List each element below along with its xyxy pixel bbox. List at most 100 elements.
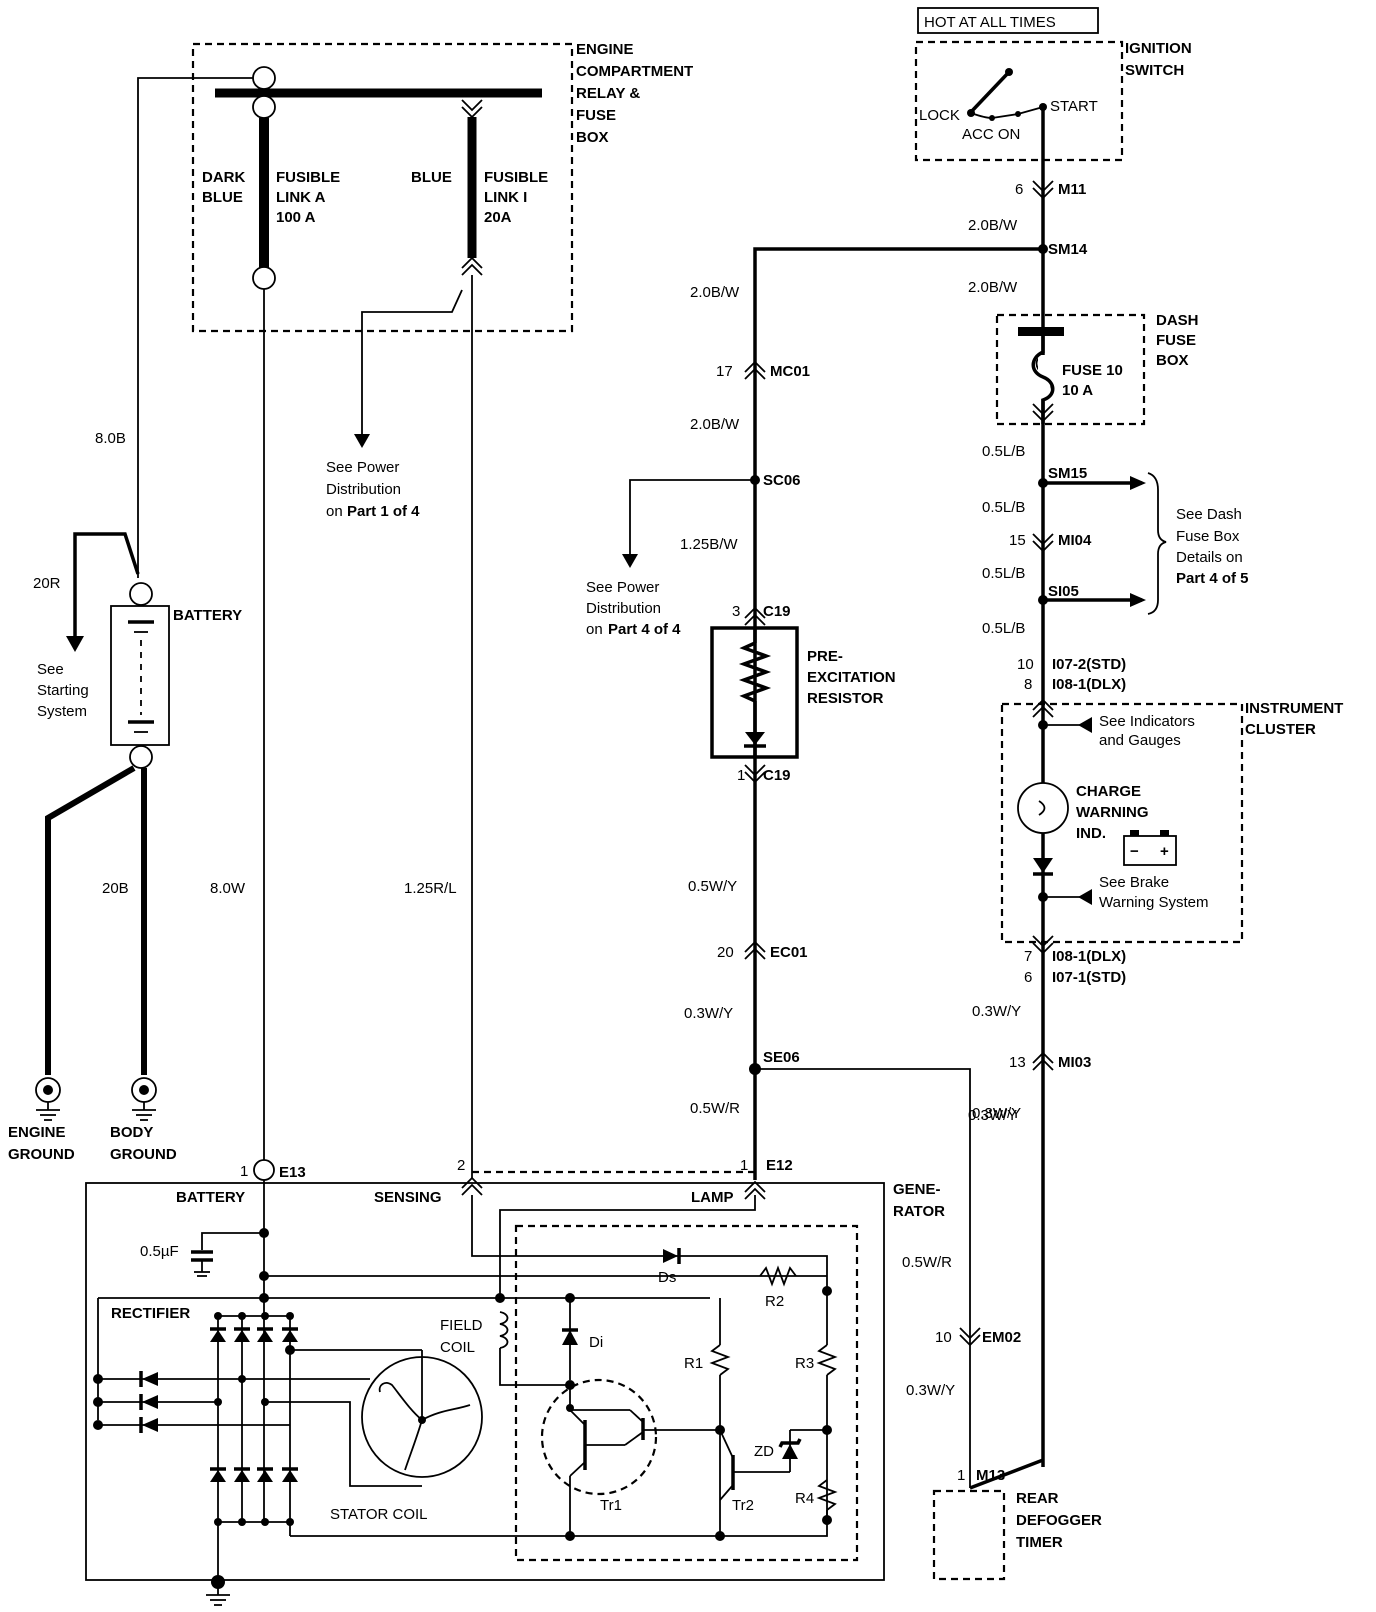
svg-text:E13: E13 — [279, 1164, 306, 1181]
svg-text:2.0B/W: 2.0B/W — [690, 416, 740, 433]
svg-text:BOX: BOX — [576, 129, 609, 146]
svg-text:STATOR COIL: STATOR COIL — [330, 1506, 428, 1523]
svg-text:I07-2(STD): I07-2(STD) — [1052, 656, 1126, 673]
svg-text:RESISTOR: RESISTOR — [807, 690, 884, 707]
svg-text:0.5W/R: 0.5W/R — [690, 1100, 740, 1117]
svg-text:LINK A: LINK A — [276, 189, 326, 206]
svg-text:See Indicators: See Indicators — [1099, 713, 1195, 730]
svg-text:See Dash: See Dash — [1176, 506, 1242, 523]
svg-text:IND.: IND. — [1076, 825, 1106, 842]
svg-text:C19: C19 — [763, 603, 791, 620]
svg-text:8.0W: 8.0W — [210, 880, 246, 897]
svg-text:ENGINE: ENGINE — [8, 1124, 66, 1141]
svg-text:See Brake: See Brake — [1099, 874, 1169, 891]
svg-text:20: 20 — [717, 944, 734, 961]
svg-text:and Gauges: and Gauges — [1099, 732, 1181, 749]
svg-text:SENSING: SENSING — [374, 1189, 442, 1206]
svg-text:LOCK: LOCK — [919, 107, 960, 124]
svg-text:R1: R1 — [684, 1355, 703, 1372]
svg-text:See: See — [37, 661, 64, 678]
svg-text:Details on: Details on — [1176, 549, 1243, 566]
ec01-connector — [744, 940, 766, 953]
svg-text:REAR: REAR — [1016, 1490, 1059, 1507]
em02-connector — [959, 1327, 981, 1340]
rear-defogger-timer: REAR DEFOGGER TIMER — [932, 1489, 1102, 1581]
svg-text:M11: M11 — [1058, 181, 1086, 198]
svg-text:100 A: 100 A — [276, 209, 316, 226]
svg-text:1: 1 — [240, 1163, 248, 1180]
svg-text:8: 8 — [1024, 676, 1032, 693]
svg-text:2.0B/W: 2.0B/W — [968, 279, 1018, 296]
svg-text:R4: R4 — [795, 1490, 814, 1507]
svg-text:2.0B/W: 2.0B/W — [690, 284, 740, 301]
svg-text:+: + — [1160, 843, 1169, 860]
svg-text:6: 6 — [1015, 181, 1023, 198]
battery: BATTERY — [110, 582, 242, 769]
svg-text:TIMER: TIMER — [1016, 1534, 1063, 1551]
engine-ground: ENGINE GROUND — [8, 1077, 75, 1163]
svg-text:FIELD: FIELD — [440, 1317, 483, 1334]
svg-text:FUSE: FUSE — [576, 107, 616, 124]
svg-text:I07-1(STD): I07-1(STD) — [1052, 969, 1126, 986]
svg-text:GENE-: GENE- — [893, 1181, 941, 1198]
svg-text:0.5L/B: 0.5L/B — [982, 565, 1025, 582]
svg-text:1.25B/W: 1.25B/W — [680, 536, 738, 553]
svg-text:10 A: 10 A — [1062, 382, 1093, 399]
svg-text:0.5W/Y: 0.5W/Y — [688, 878, 737, 895]
svg-text:0.5µF: 0.5µF — [140, 1243, 179, 1260]
svg-text:GROUND: GROUND — [110, 1146, 177, 1163]
pre-excitation-wire — [753, 247, 1043, 1180]
power-dist-branch — [361, 289, 463, 436]
svg-text:15: 15 — [1009, 532, 1026, 549]
svg-text:COIL: COIL — [440, 1339, 475, 1356]
mi04-connector — [1032, 533, 1054, 546]
svg-text:I08-1(DLX): I08-1(DLX) — [1052, 676, 1126, 693]
svg-text:Ds: Ds — [658, 1269, 676, 1286]
svg-text:SI05: SI05 — [1048, 583, 1079, 600]
tr1 — [540, 1378, 658, 1496]
mi03-connector — [1032, 1051, 1054, 1064]
svg-text:Warning System: Warning System — [1099, 894, 1208, 911]
svg-text:ACC ON: ACC ON — [962, 126, 1020, 143]
svg-text:CHARGE: CHARGE — [1076, 783, 1141, 800]
svg-text:MC01: MC01 — [770, 363, 810, 380]
svg-text:RECTIFIER: RECTIFIER — [111, 1305, 190, 1322]
svg-text:C19: C19 — [763, 767, 791, 784]
svg-text:0.5L/B: 0.5L/B — [982, 499, 1025, 516]
svg-text:Part 4 of 5: Part 4 of 5 — [1176, 570, 1249, 587]
battery-icon: − + — [1123, 830, 1177, 866]
svg-text:Di: Di — [589, 1334, 603, 1351]
engine-compartment-fuse-box: ENGINE COMPARTMENT RELAY & FUSE BOX DARK… — [191, 41, 693, 333]
svg-text:HOT AT ALL TIMES: HOT AT ALL TIMES — [924, 14, 1056, 31]
ignition-switch: IGNITION SWITCH LOCK ACC ON START — [914, 40, 1192, 162]
svg-text:SM15: SM15 — [1048, 465, 1087, 482]
svg-text:0.5W/R: 0.5W/R — [902, 1254, 952, 1271]
svg-text:7: 7 — [1024, 948, 1032, 965]
svg-text:2: 2 — [457, 1157, 465, 1174]
mc01-connector — [744, 360, 766, 373]
svg-text:M13: M13 — [976, 1467, 1005, 1484]
svg-text:Distribution: Distribution — [326, 481, 401, 498]
svg-text:Part 1 of 4: Part 1 of 4 — [347, 503, 420, 520]
svg-text:SC06: SC06 — [763, 472, 801, 489]
svg-text:COMPARTMENT: COMPARTMENT — [576, 63, 693, 80]
svg-text:R2: R2 — [765, 1293, 784, 1310]
svg-text:3: 3 — [732, 603, 740, 620]
svg-text:RATOR: RATOR — [893, 1203, 945, 1220]
svg-text:CLUSTER: CLUSTER — [1245, 721, 1316, 738]
generator: GENE- RATOR 1 E13 2 BATTERY SENSING LAMP… — [85, 1157, 945, 1606]
svg-text:System: System — [37, 703, 87, 720]
svg-text:EXCITATION: EXCITATION — [807, 669, 896, 686]
svg-text:−: − — [1130, 843, 1139, 860]
charge-warning-lamp — [1017, 782, 1069, 834]
svg-text:LINK I: LINK I — [484, 189, 527, 206]
svg-text:SE06: SE06 — [763, 1049, 800, 1066]
body-ground: BODY GROUND — [110, 1077, 177, 1163]
svg-text:DEFOGGER: DEFOGGER — [1016, 1512, 1102, 1529]
svg-text:Tr2: Tr2 — [732, 1497, 754, 1514]
svg-text:1: 1 — [737, 767, 745, 784]
svg-text:0.5L/B: 0.5L/B — [982, 620, 1025, 637]
svg-text:GROUND: GROUND — [8, 1146, 75, 1163]
svg-text:E12: E12 — [766, 1157, 793, 1174]
instrument-cluster: INSTRUMENT CLUSTER See Indicators and Ga… — [1000, 698, 1343, 955]
